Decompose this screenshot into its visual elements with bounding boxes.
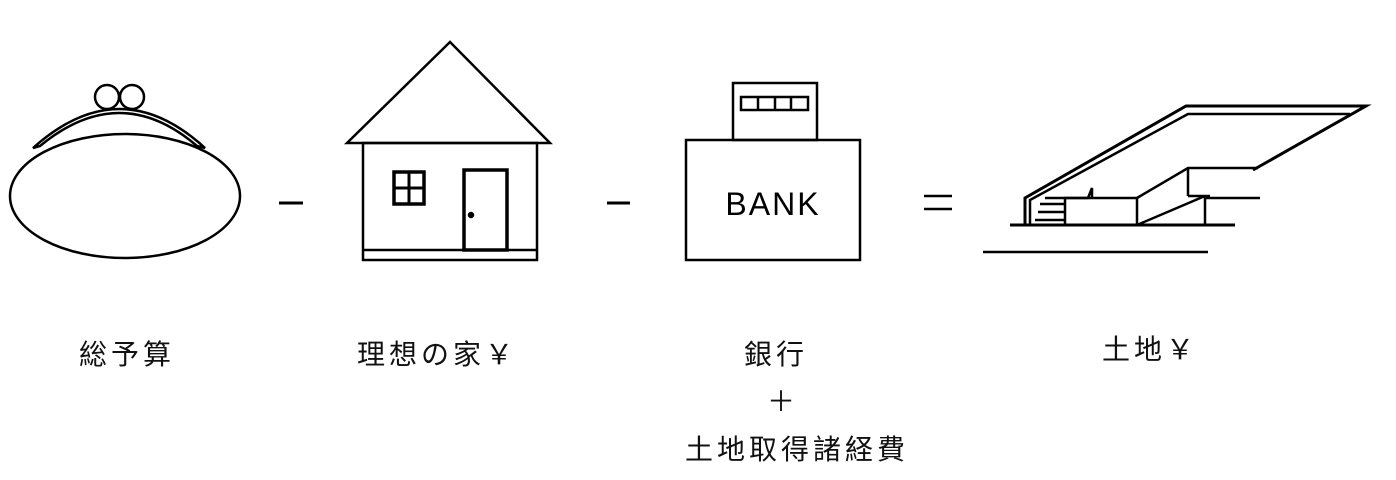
- label-land-costs: 土地取得諸経費: [684, 433, 910, 466]
- bank-sign-text: BANK: [725, 186, 820, 222]
- purse-icon: [8, 83, 242, 260]
- label-total-budget: 総予算: [78, 338, 176, 371]
- bank-icon: [684, 81, 862, 262]
- land-icon: [983, 104, 1372, 254]
- equals-sign: [924, 194, 952, 211]
- label-bank: 銀行: [743, 338, 809, 371]
- label-ideal-house: 理想の家￥: [356, 338, 518, 371]
- label-land: 土地￥: [1101, 333, 1199, 366]
- label-plus: ＋: [766, 385, 800, 418]
- house-icon: [343, 40, 553, 262]
